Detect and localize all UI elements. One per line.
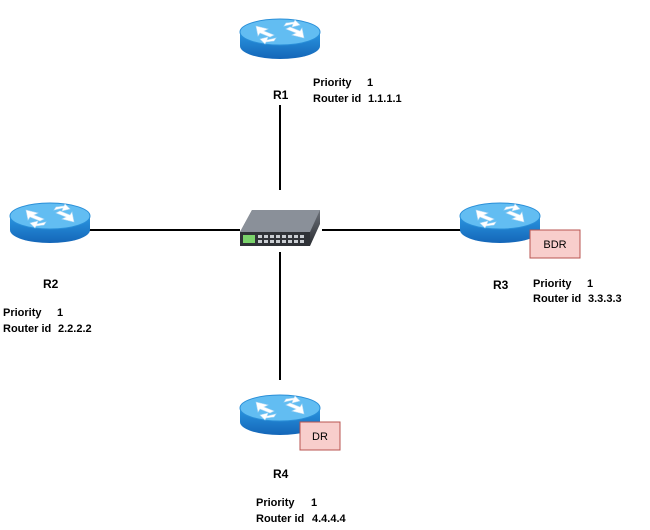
router-id-label: Router id	[3, 323, 51, 335]
priority-label: Priority	[256, 497, 295, 509]
priority-value: 1	[367, 77, 373, 89]
router-name: R4	[273, 467, 289, 481]
priority-label: Priority	[533, 278, 572, 290]
switch-icon[interactable]	[240, 210, 320, 246]
router-r3[interactable]: BDR R3 Priority 1 Router id 3.3.3.3	[459, 202, 622, 305]
router-icon	[459, 202, 541, 244]
role-badge-bdr: BDR	[529, 229, 581, 259]
priority-label: Priority	[3, 307, 42, 319]
role-badge-dr: DR	[299, 421, 341, 451]
router-icon	[9, 202, 91, 244]
priority-value: 1	[57, 307, 63, 319]
router-r1[interactable]: R1 Priority 1 Router id 1.1.1.1	[239, 18, 402, 105]
router-id-value: 1.1.1.1	[368, 93, 402, 105]
router-name: R3	[493, 278, 509, 292]
role-label: BDR	[543, 239, 566, 251]
router-id-value: 4.4.4.4	[312, 513, 347, 525]
role-label: DR	[312, 431, 328, 443]
router-r4[interactable]: DR R4 Priority 1 Router id 4.4.4.4	[239, 394, 347, 525]
priority-value: 1	[587, 278, 593, 290]
router-icon	[239, 18, 321, 60]
router-name: R1	[273, 88, 289, 102]
router-id-label: Router id	[256, 513, 304, 525]
router-name: R2	[43, 277, 59, 291]
router-id-label: Router id	[313, 93, 361, 105]
priority-value: 1	[311, 497, 317, 509]
priority-label: Priority	[313, 77, 352, 89]
router-id-label: Router id	[533, 293, 581, 305]
network-links	[88, 105, 462, 380]
router-id-value: 3.3.3.3	[588, 293, 622, 305]
router-id-value: 2.2.2.2	[58, 323, 92, 335]
router-r2[interactable]: R2 Priority 1 Router id 2.2.2.2	[3, 202, 92, 335]
